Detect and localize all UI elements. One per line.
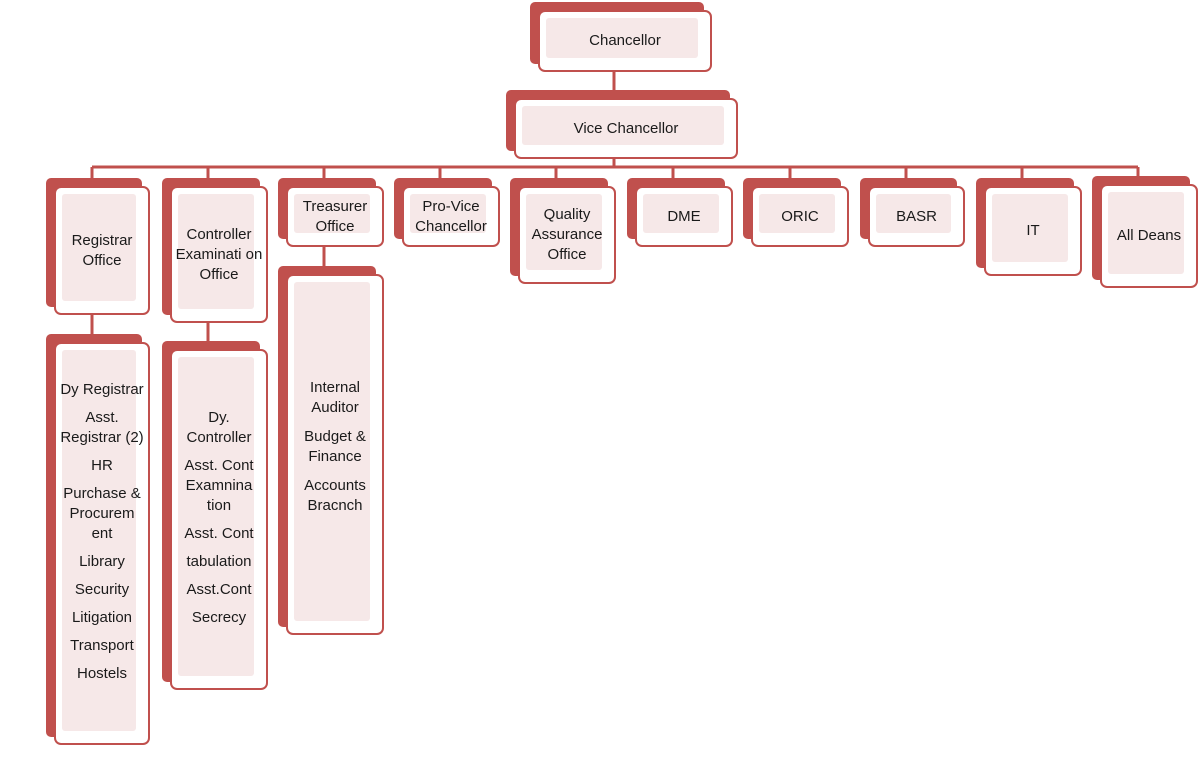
controller-office-label: Controller Examinati on Office: [175, 225, 263, 283]
node-basr: BASR: [860, 178, 965, 247]
registrar-sub-item: HR: [91, 457, 113, 474]
it-label: IT: [1026, 222, 1040, 239]
registrar-sub-item: Hostels: [76, 665, 128, 682]
controller-sub-item: Asst.Cont: [186, 581, 252, 598]
node-registrar-sub-units: Dy Registrar Asst. Registrar (2) HR Purc…: [46, 334, 150, 745]
registrar-sub-item: Library: [79, 553, 125, 570]
registrar-sub-item: Asst. Registrar (2): [60, 409, 144, 446]
treasurer-sub-item: Internal Auditor: [309, 379, 361, 416]
registrar-office-label: Registrar Office: [71, 231, 133, 269]
quality-assurance-label: Quality Assurance Office: [531, 206, 603, 263]
node-it: IT: [976, 178, 1082, 276]
node-chancellor: Chancellor: [530, 2, 712, 72]
controller-sub-item: Asst. Cont: [184, 525, 254, 542]
controller-sub-item: Secrecy: [191, 609, 247, 626]
controller-sub-item: tabulation: [186, 553, 252, 570]
vice-chancellor-label: Vice Chancellor: [573, 119, 679, 137]
node-quality-assurance: Quality Assurance Office: [510, 178, 616, 284]
controller-sub-item: Dy. Controller: [186, 409, 252, 446]
registrar-sub-item: Transport: [70, 637, 134, 654]
oric-label: ORIC: [781, 207, 819, 225]
node-all-deans: All Deans: [1092, 176, 1198, 288]
node-pro-vice-chancellor: Pro-Vice Chancellor: [394, 178, 500, 247]
registrar-sub-item: Purchase & Procurem ent: [63, 485, 141, 542]
treasurer-sub-item: Accounts Bracnch: [304, 477, 366, 514]
node-controller-sub-units: Dy. Controller Asst. Cont Examnina tion …: [162, 341, 268, 690]
node-oric: ORIC: [743, 178, 849, 247]
dme-label: DME: [667, 207, 701, 225]
node-treasurer-sub-units: Internal Auditor Budget & Finance Accoun…: [278, 266, 384, 635]
node-vice-chancellor: Vice Chancellor: [506, 90, 738, 159]
node-dme: DME: [627, 178, 733, 247]
registrar-sub-item: Security: [74, 581, 130, 598]
all-deans-label: All Deans: [1116, 227, 1182, 244]
basr-label: BASR: [896, 207, 937, 225]
registrar-sub-item: Dy Registrar: [60, 381, 144, 398]
chancellor-label: Chancellor: [589, 32, 661, 49]
registrar-sub-item: Litigation: [71, 609, 133, 626]
pro-vice-chancellor-label: Pro-Vice Chancellor: [415, 197, 487, 235]
node-registrar-office: Registrar Office: [46, 178, 150, 315]
node-controller-office: Controller Examinati on Office: [162, 178, 268, 323]
controller-sub-item: Asst. Cont Examnina tion: [184, 457, 254, 514]
treasurer-sub-item: Budget & Finance: [304, 428, 366, 465]
node-treasurer-office: Treasurer Office: [278, 178, 384, 247]
treasurer-office-label: Treasurer Office: [302, 197, 368, 235]
